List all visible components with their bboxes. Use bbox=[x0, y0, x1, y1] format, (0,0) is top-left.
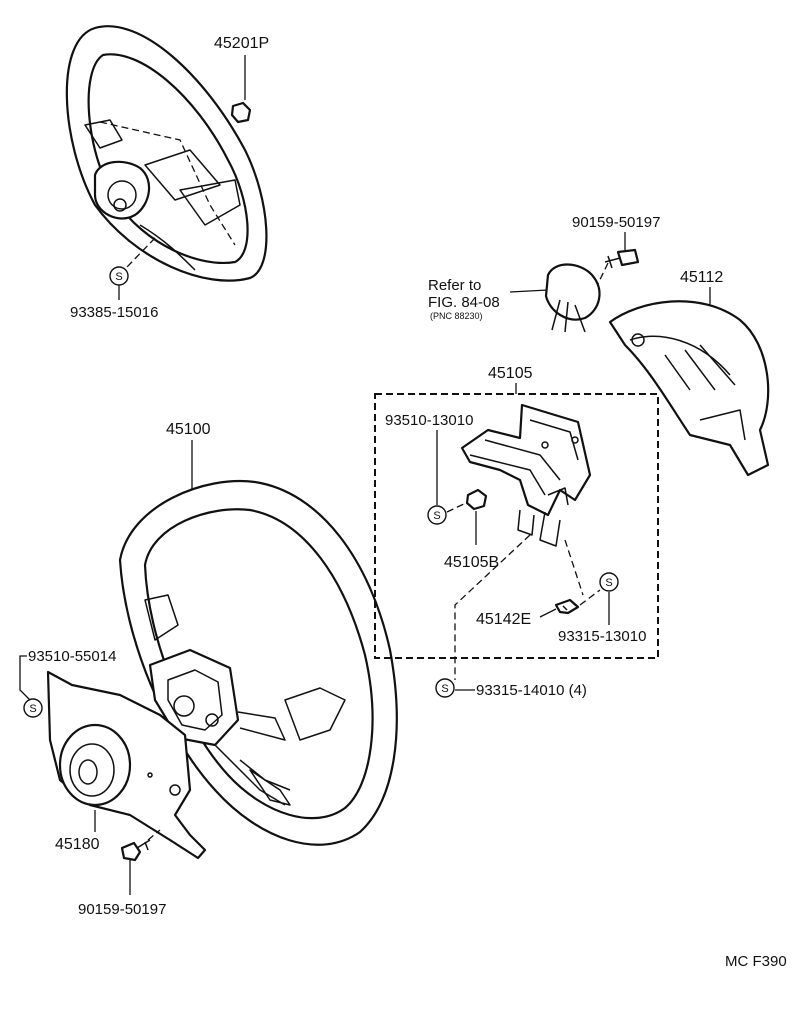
bolt-90159-50197-top-illustration bbox=[604, 248, 640, 269]
refer-to-line2: FIG. 84-08 bbox=[428, 294, 500, 311]
standard-part-symbol: S bbox=[427, 505, 447, 525]
label-90159-50197-bottom: 90159-50197 bbox=[78, 901, 166, 918]
label-45100: 45100 bbox=[166, 421, 211, 438]
leader-refer-to bbox=[509, 289, 549, 293]
refer-to-line1: Refer to bbox=[428, 277, 481, 294]
label-45142E: 45142E bbox=[476, 611, 531, 628]
refer-to-line3: (PNC 88230) bbox=[430, 311, 483, 321]
svg-text:S: S bbox=[441, 683, 448, 695]
bracket-assembly-illustration bbox=[460, 403, 592, 547]
label-93510-55014: 93510-55014 bbox=[28, 648, 116, 665]
label-45105: 45105 bbox=[488, 365, 533, 382]
label-93385-15016: 93385-15016 bbox=[70, 304, 158, 321]
label-93315-13010: 93315-13010 bbox=[558, 628, 646, 645]
figure-code: MC F390 bbox=[725, 953, 787, 970]
leader-dash-45142E-up bbox=[564, 539, 584, 596]
label-45112: 45112 bbox=[680, 269, 723, 286]
label-45105B: 45105B bbox=[444, 554, 499, 571]
svg-text:S: S bbox=[433, 510, 440, 522]
steering-cover-45112-illustration bbox=[608, 300, 770, 477]
svg-text:S: S bbox=[29, 703, 36, 715]
standard-part-symbol: S bbox=[599, 572, 619, 592]
label-90159-50197-top: 90159-50197 bbox=[572, 214, 660, 231]
leader-dash-93315-13010 bbox=[579, 589, 601, 606]
standard-part-symbol: S bbox=[109, 266, 129, 286]
standard-part-symbol: S bbox=[435, 678, 455, 698]
label-45180: 45180 bbox=[55, 836, 100, 853]
leader-45142E bbox=[539, 608, 557, 618]
svg-text:S: S bbox=[115, 271, 122, 283]
clip-45142E-illustration bbox=[554, 598, 580, 615]
leader-dash-93315-14010 bbox=[454, 534, 531, 680]
standard-part-symbol: S bbox=[23, 698, 43, 718]
label-45201P: 45201P bbox=[214, 35, 269, 52]
leader-dash-bolt-bottom bbox=[147, 829, 161, 841]
leader-dash-93385 bbox=[126, 237, 156, 268]
nut-45105B-illustration bbox=[465, 488, 488, 511]
steering-wheel-top-illustration bbox=[65, 25, 268, 282]
svg-text:S: S bbox=[605, 577, 612, 589]
group-box-45105 bbox=[374, 393, 659, 659]
horn-pad-illustration bbox=[544, 263, 601, 333]
label-93315-14010: 93315-14010 (4) bbox=[476, 682, 587, 699]
leader-93510-55014 bbox=[19, 655, 31, 701]
leader-dash-93510-13010 bbox=[446, 501, 469, 513]
label-93510-13010: 93510-13010 bbox=[385, 412, 473, 429]
hub-45180-illustration bbox=[46, 670, 207, 860]
bolt-90159-50197-bottom-illustration bbox=[120, 839, 151, 862]
